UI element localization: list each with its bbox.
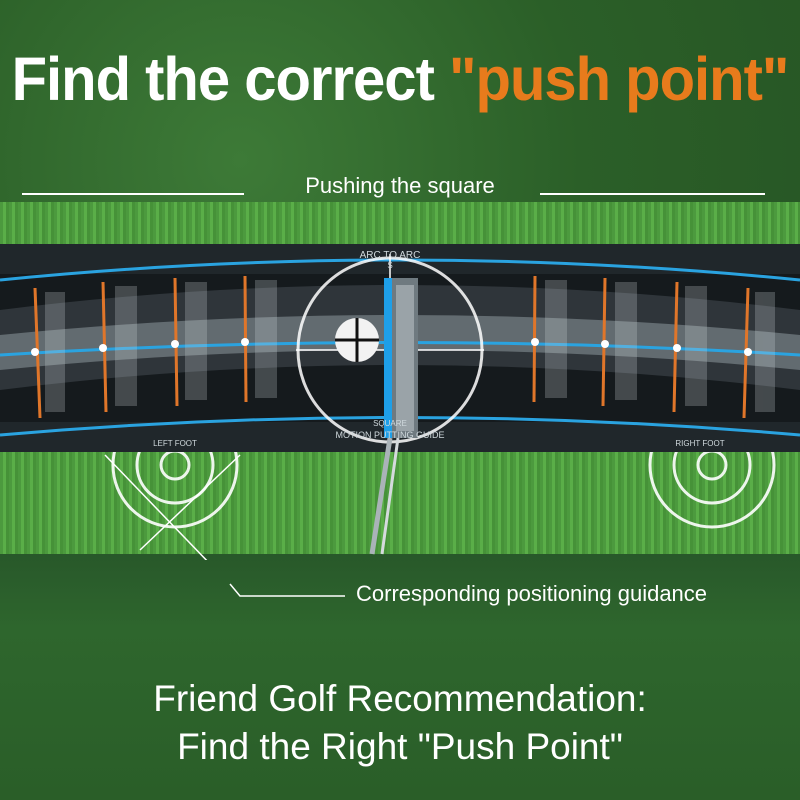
golf-ball-icon	[335, 318, 379, 362]
left-foot-label: LEFT FOOT	[153, 439, 197, 448]
headline-highlight: "push point"	[449, 45, 789, 114]
headline: Find the correct "push point"	[0, 44, 800, 114]
mat-top-sub: S	[387, 261, 392, 270]
subtitle-rule-left	[22, 193, 244, 195]
mat-bottom-label-top: SQUARE	[373, 419, 407, 428]
guidance-leader-line	[229, 583, 345, 597]
headline-text: Find the correct	[11, 45, 435, 114]
mat-top-label: ARC TO ARC	[360, 250, 421, 261]
subtitle: Pushing the square	[305, 173, 495, 198]
right-foot-label: RIGHT FOOT	[675, 439, 724, 448]
guidance-pointer-lines	[104, 454, 241, 560]
recommendation-line-2: Find the Right "Push Point"	[177, 726, 623, 767]
guidance-label: Corresponding positioning guidance	[356, 581, 708, 606]
background-lower-turf	[0, 554, 800, 800]
subtitle-rule-right	[540, 193, 765, 195]
putting-mat: ARC TO ARC S SQUARE MOTION PUTTING GUIDE…	[0, 244, 800, 560]
putter-icon	[369, 278, 418, 555]
mat-bottom-label: MOTION PUTTING GUIDE	[336, 430, 445, 440]
recommendation-line-1: Friend Golf Recommendation:	[153, 678, 647, 719]
